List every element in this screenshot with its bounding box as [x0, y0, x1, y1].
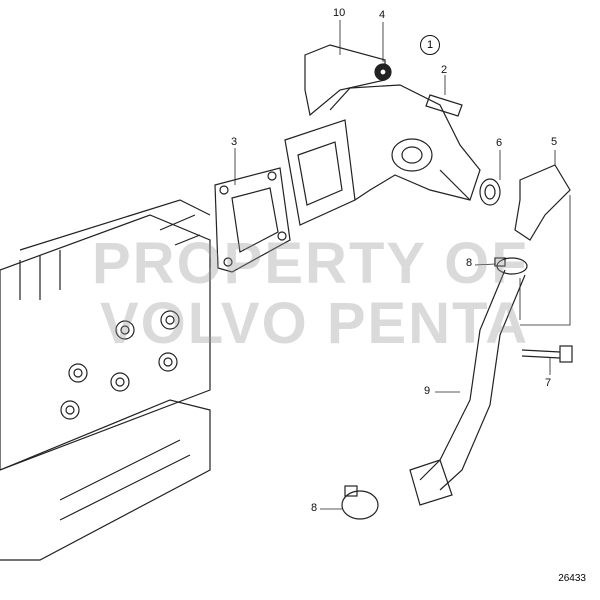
- callout-5: 5: [551, 136, 558, 148]
- plug: [425, 94, 463, 117]
- callout-3: 3: [231, 136, 238, 148]
- exhaust-elbow: [284, 84, 481, 226]
- drawing-number: 26433: [558, 573, 586, 584]
- callout-1-circled: 1: [420, 35, 440, 55]
- bracket: [304, 44, 386, 117]
- nut: [374, 63, 392, 81]
- hose-clamp: [341, 485, 379, 520]
- callout-4: 4: [379, 9, 386, 21]
- gasket: [214, 167, 291, 273]
- callout-8-upper: 8: [466, 257, 473, 269]
- bolt: [521, 345, 573, 363]
- hose-end: [409, 459, 453, 506]
- callout-10: 10: [333, 7, 346, 19]
- hose-clamp: [494, 257, 528, 275]
- coolant-hose: [419, 269, 526, 491]
- watermark-line-1: PROPERTY OF: [92, 231, 529, 296]
- callout-2: 2: [441, 64, 448, 76]
- callout-8-lower: 8: [311, 502, 318, 514]
- callout-7: 7: [545, 377, 552, 389]
- callout-6: 6: [496, 137, 503, 149]
- o-ring: [479, 178, 501, 206]
- engine-block: [0, 199, 211, 561]
- leader-lines: [234, 20, 571, 510]
- pipe-connector: [514, 164, 571, 241]
- callout-9: 9: [424, 385, 431, 397]
- watermark-line-2: VOLVO PENTA: [100, 291, 530, 356]
